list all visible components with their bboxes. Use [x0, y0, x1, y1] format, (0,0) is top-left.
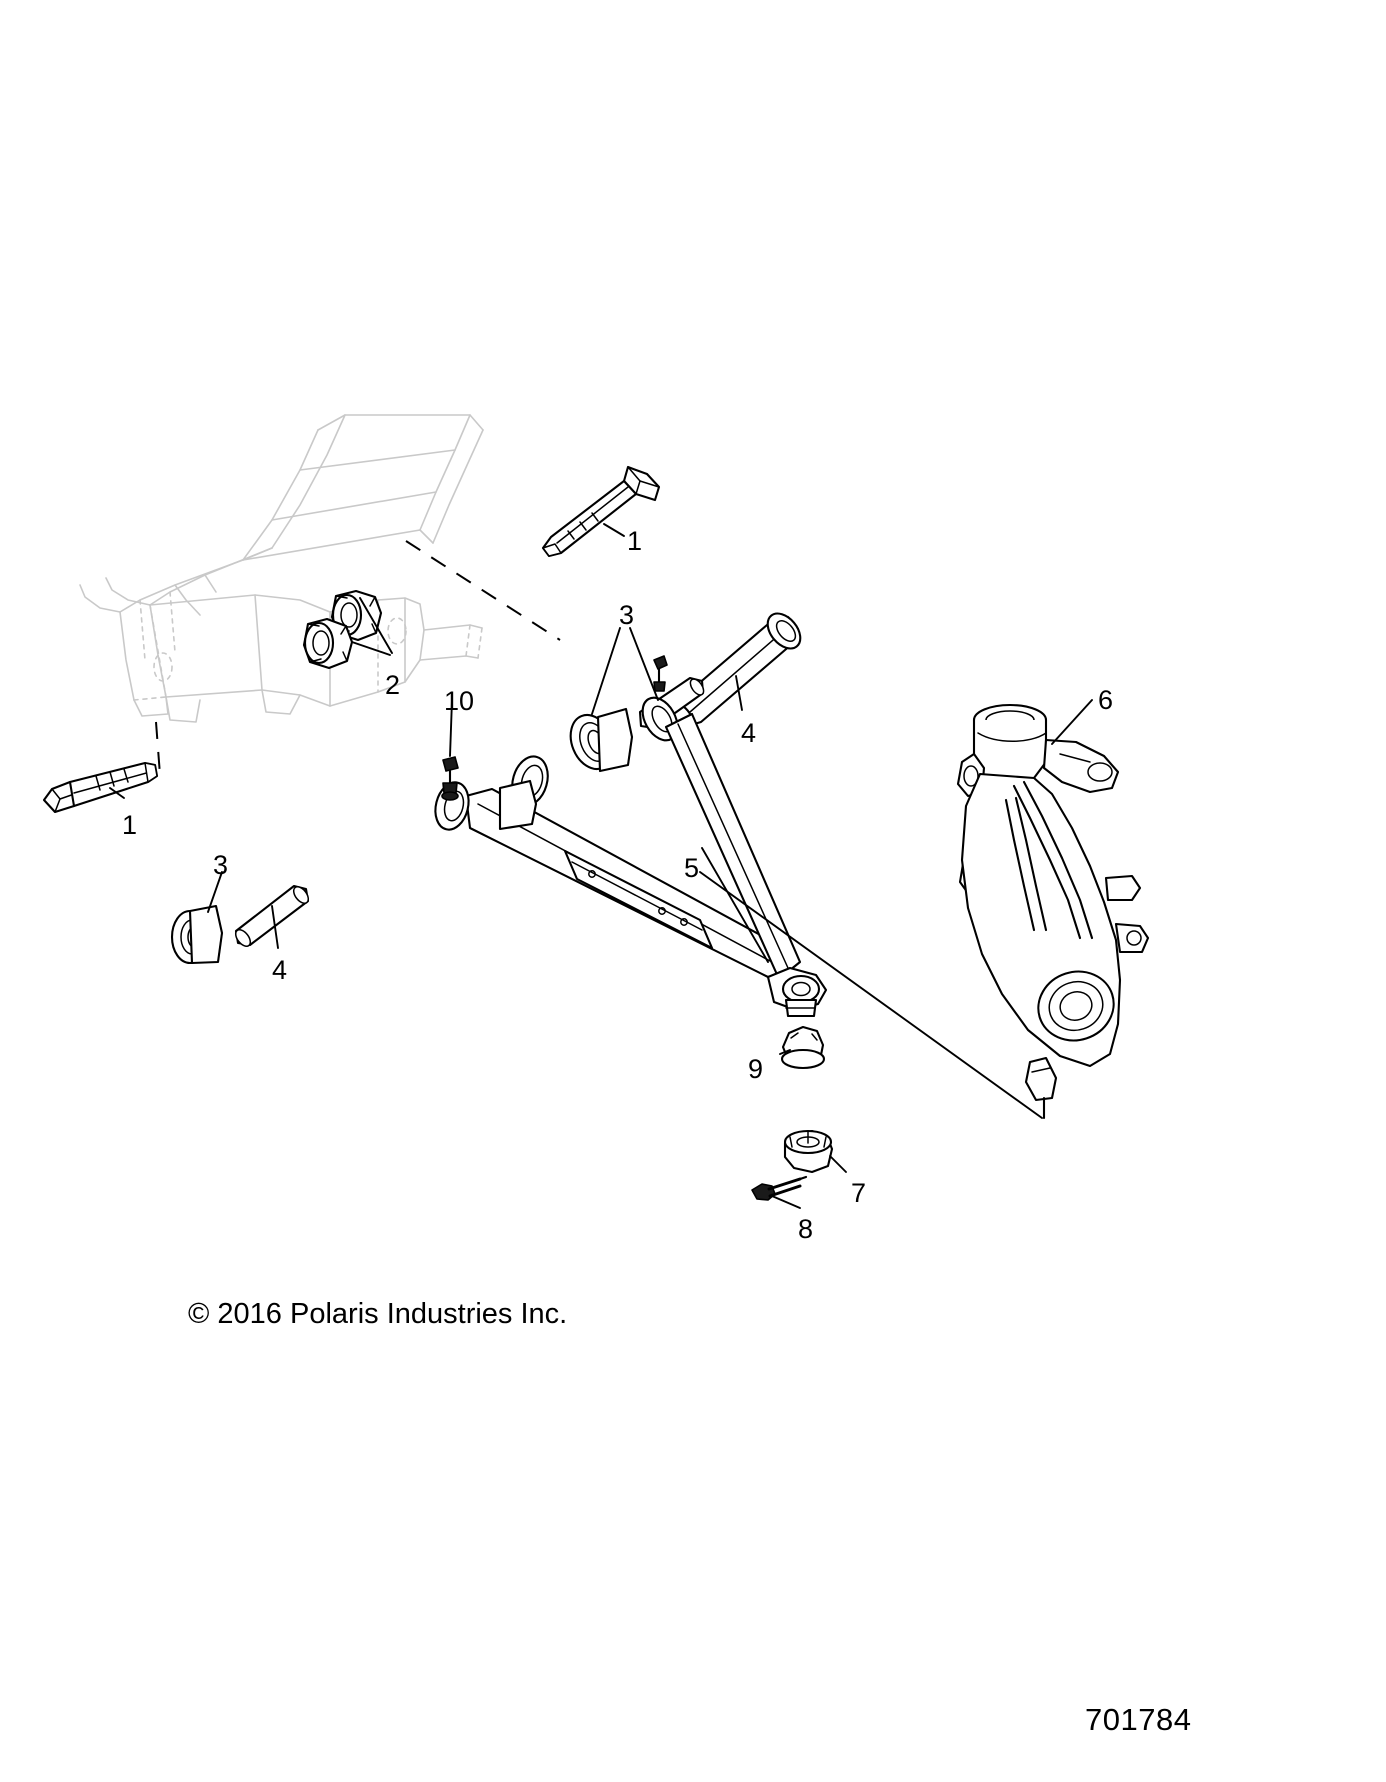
- part-1-lower-pivot-bolt: [42, 761, 159, 814]
- part-4-upper-sleeve-tube: [666, 612, 802, 732]
- part-2-lock-nut-front: [302, 617, 354, 670]
- part-8-cotter-pin: [751, 1175, 808, 1201]
- callout-10: 10: [444, 686, 475, 716]
- leader-3b: [207, 871, 223, 913]
- leader-lines: [109, 523, 1093, 1209]
- ghost-frame-assembly: [79, 414, 484, 723]
- diagram-part-number: 701784: [1085, 1702, 1192, 1737]
- leader-5-b: [699, 871, 1043, 1119]
- callout-8: 8: [798, 1214, 814, 1244]
- callout-4-upper: 4: [741, 718, 757, 748]
- leader-9: [779, 1049, 791, 1055]
- callout-5: 5: [684, 853, 700, 883]
- copyright-notice: © 2016 Polaris Industries Inc.: [188, 1298, 568, 1330]
- part-9-ball-joint-boot: [780, 1025, 826, 1070]
- callout-6: 6: [1098, 685, 1114, 715]
- part-3-bushing-loose: [170, 904, 224, 965]
- leader-4a: [735, 675, 743, 711]
- leader-3a-1: [591, 627, 621, 715]
- leader-8: [771, 1195, 801, 1209]
- part-3-bushing-upper-left: [569, 707, 634, 773]
- part-10-grease-fitting: [441, 756, 459, 801]
- assembly-centerline-lower: [155, 721, 161, 776]
- leader-3a-2: [629, 627, 659, 701]
- leader-2-a: [351, 641, 391, 656]
- assembly-centerline-upper: [405, 540, 561, 641]
- callout-2: 2: [385, 670, 401, 700]
- callout-9: 9: [748, 1054, 764, 1084]
- leader-4b: [271, 905, 279, 949]
- part-5-lower-control-arm: [434, 712, 828, 1018]
- part-6-steering-knuckle: [956, 703, 1150, 1120]
- grease-fitting-upper: [653, 655, 668, 692]
- callout-4-loose: 4: [272, 955, 288, 985]
- callout-3-loose: 3: [213, 850, 229, 880]
- leader-1b: [109, 787, 125, 799]
- leader-1a: [603, 523, 625, 537]
- callout-1-upper: 1: [627, 526, 643, 556]
- callout-1-lower: 1: [122, 810, 138, 840]
- callout-7: 7: [851, 1178, 867, 1208]
- leader-2-b: [359, 597, 393, 654]
- leader-6: [1051, 699, 1093, 745]
- part-1-upper-pivot-bolt: [541, 465, 661, 558]
- part-4-inner-sleeve-loose: [234, 884, 310, 947]
- callout-3-upper: 3: [619, 600, 635, 630]
- part-7-castle-nut: [783, 1129, 834, 1174]
- leader-10: [449, 699, 453, 757]
- leader-7: [829, 1155, 847, 1173]
- leader-5-a: [701, 847, 769, 963]
